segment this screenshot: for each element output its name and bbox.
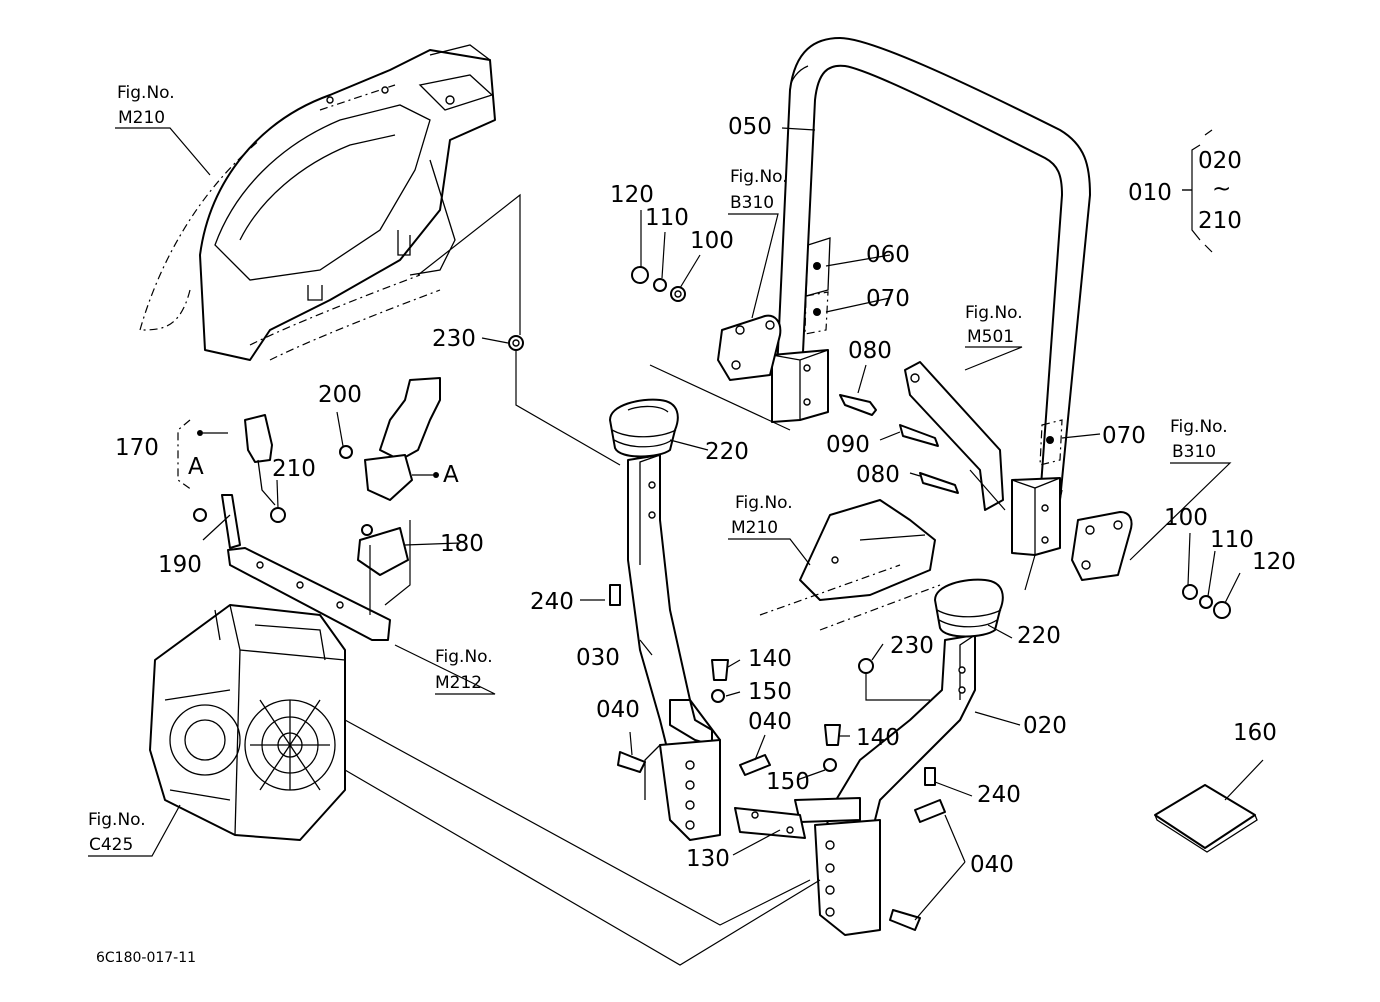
callout-210-range-end: 210 [1198,208,1242,234]
callout-150-left: 150 [748,679,792,705]
transmission-case [149,604,346,841]
callout-020: 020 [1023,713,1067,739]
callout-240-right: 240 [977,782,1021,808]
callout-050: 050 [728,114,772,140]
callout-110-left: 110 [645,205,689,231]
callout-range-tilde: ~ [1212,176,1231,202]
hardware [508,266,1231,931]
ref-m212-no: M212 [435,673,482,693]
ref-m210-top-no: M210 [118,108,165,128]
callout-090: 090 [826,432,870,458]
callout-180: 180 [440,531,484,557]
callout-150-right: 150 [766,769,810,795]
ref-b310-left-fig: Fig.No. [730,167,788,187]
ref-c425-no: C425 [89,835,133,855]
ref-b310-right-no: B310 [1172,442,1216,462]
callout-080-lower: 080 [856,462,900,488]
callout-labels: 050 010 020 ~ 210 120 110 100 060 070 08… [115,114,1296,878]
rops-right-post [794,634,976,936]
callout-030: 030 [576,645,620,671]
callout-230-right: 230 [890,633,934,659]
callout-040-lower: 040 [970,852,1014,878]
callout-010: 010 [1128,180,1172,206]
ref-m212-fig: Fig.No. [435,647,493,667]
callout-220-right: 220 [1017,623,1061,649]
seat-belt-buckle [193,414,286,549]
callout-130: 130 [686,846,730,872]
callout-120-right: 120 [1252,549,1296,575]
bracket-outline-a [177,419,193,491]
callout-210: 210 [272,456,316,482]
callout-100-left: 100 [690,228,734,254]
ref-m210-middle-no: M210 [731,518,778,538]
ref-b310-left-no: B310 [730,193,774,213]
callout-070-lower: 070 [1102,423,1146,449]
seat-belt-retractor [339,377,441,576]
callout-100-right: 100 [1164,505,1208,531]
drawing-code: 6C180-017-11 [96,950,196,966]
callout-160: 160 [1233,720,1277,746]
mount-plate-right [1071,511,1133,581]
callout-070-upper: 070 [866,286,910,312]
callout-120-left: 120 [610,182,654,208]
ref-m210-top-fig: Fig.No. [117,83,175,103]
mount-bracket-m501 [904,361,1004,511]
callout-140-right: 140 [856,725,900,751]
rubber-boot-left [609,398,679,458]
rops-left-post [627,454,721,841]
callout-200: 200 [318,382,362,408]
view-marker-a-right: A [443,462,459,488]
callout-170: 170 [115,435,159,461]
ref-m501-no: M501 [967,327,1014,347]
callout-040-left: 040 [596,697,640,723]
callout-190: 190 [158,552,202,578]
belt-mount-rail [227,547,391,641]
rops-upper-frame [771,37,1091,556]
callout-230-left: 230 [432,326,476,352]
figure-refs: Fig.No. M210 Fig.No. B310 Fig.No. M501 F… [88,83,1228,855]
step-plate [759,499,941,631]
callout-040-middle: 040 [748,709,792,735]
rubber-boot-right [934,578,1004,638]
ref-c425-fig: Fig.No. [88,810,146,830]
callout-020-range-start: 020 [1198,148,1242,174]
callout-220-left: 220 [705,439,749,465]
ref-m210-middle-fig: Fig.No. [735,493,793,513]
ref-m501-fig: Fig.No. [965,303,1023,323]
view-marker-a-left: A [188,454,204,480]
operators-manual [1154,784,1258,853]
callout-080-upper: 080 [848,338,892,364]
ref-b310-right-fig: Fig.No. [1170,417,1228,437]
callout-140-left: 140 [748,646,792,672]
callout-060: 060 [866,242,910,268]
callout-240-left: 240 [530,589,574,615]
leader-lines [88,127,1264,966]
mount-plate-left [717,314,782,381]
fender-housing [139,44,496,361]
callout-110-right: 110 [1210,527,1254,553]
